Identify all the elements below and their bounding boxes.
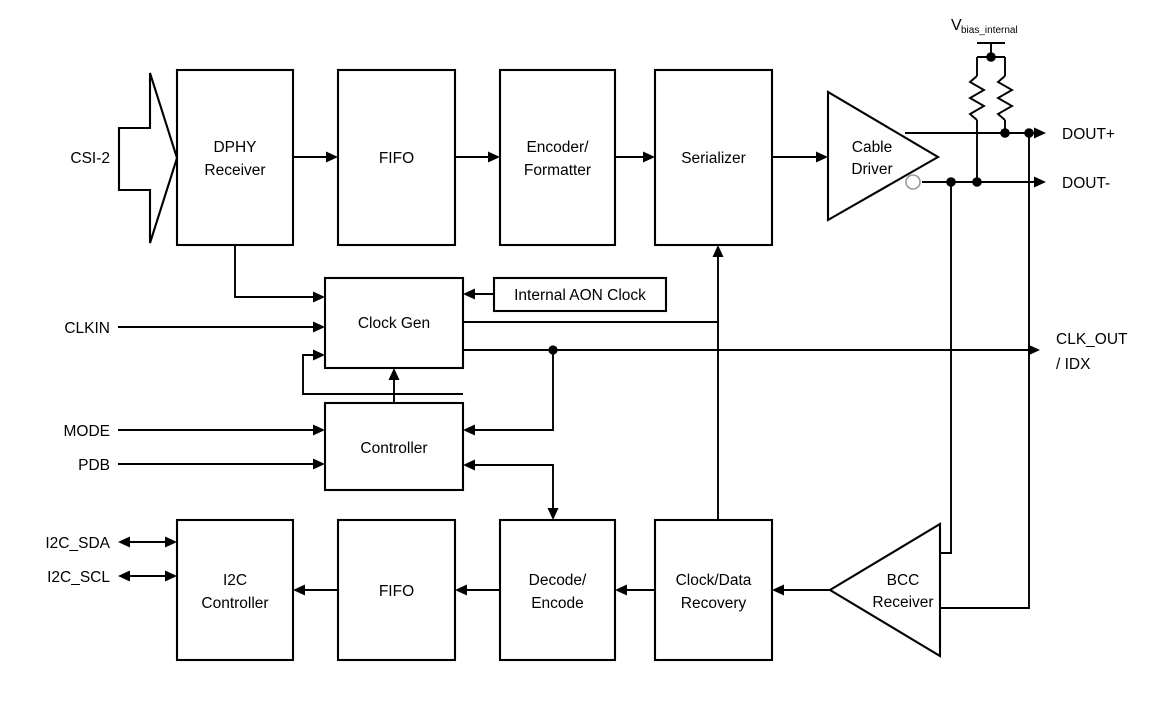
wire-clkgen-branch-to-controller	[473, 350, 554, 431]
arrowhead-cabledriver-in	[816, 151, 828, 163]
block-fifo-bottom[interactable]	[336, 518, 457, 662]
arrowhead-cdr-in	[772, 584, 784, 596]
block-controller[interactable]	[323, 401, 465, 492]
amp-bcc-receiver[interactable]	[827, 522, 942, 658]
arrowhead-i2c-sda-right	[165, 536, 177, 548]
port-label-dout-n: DOUT-	[1062, 175, 1110, 192]
port-label-csi2: CSI-2	[70, 150, 110, 167]
wire-controller-to-decode	[473, 464, 554, 510]
arrowhead-decode-in	[615, 584, 627, 596]
port-label-i2c-sda: I2C_SDA	[45, 535, 110, 552]
amp-cable-driver[interactable]	[826, 90, 941, 222]
port-label-i2c-scl: I2C_SCL	[47, 569, 110, 586]
block-clock-gen[interactable]	[323, 276, 465, 370]
arrowhead-fifo-top-in	[326, 151, 338, 163]
block-fifo-top[interactable]	[336, 68, 457, 247]
arrowhead-doutp	[1034, 127, 1046, 139]
arrowhead-controller-mode-in	[313, 424, 325, 436]
block-cdr-label-line1: Clock/Data	[676, 572, 752, 589]
port-labels-layer: CSI-2 CLKIN MODE PDB I2C_SDA I2C_SCL DOU…	[45, 17, 1128, 586]
supply-label-vbias-subscript: bias_internal	[961, 25, 1018, 36]
block-internal-aon-clock-label: Internal AON Clock	[514, 287, 646, 304]
arrowhead-i2c-scl-right	[165, 570, 177, 582]
arrowhead-i2c-scl-left	[118, 570, 130, 582]
block-fifo-top-label: FIFO	[379, 150, 414, 167]
block-encoder-label-line1: Encoder/	[526, 139, 589, 156]
csi2-bus-arrow	[117, 72, 179, 244]
arrowhead-controller-pdb-in	[313, 458, 325, 470]
arrowhead-clockgen-bottom-in	[388, 368, 400, 380]
arrowhead-fifobot-in	[455, 584, 467, 596]
wire-dphy-to-clockgen	[234, 245, 315, 298]
port-label-clk-out-line1: CLK_OUT	[1056, 331, 1128, 348]
block-decode-encode[interactable]	[498, 518, 617, 662]
junction-doutn-resistor	[972, 177, 982, 187]
port-label-mode: MODE	[64, 423, 111, 440]
amp-bcc-receiver-label-line1: BCC	[887, 572, 920, 589]
inverting-output-bubble-icon	[905, 174, 921, 190]
block-dphy-receiver-label-line2: Receiver	[204, 162, 265, 179]
port-label-dout-p: DOUT+	[1062, 126, 1115, 143]
arrowhead-serializer-in	[643, 151, 655, 163]
resistor-left-body	[968, 75, 986, 121]
block-clock-gen-label: Clock Gen	[358, 315, 430, 332]
arrowhead-doutn	[1034, 176, 1046, 188]
block-decode-encode-label-line1: Decode/	[529, 572, 587, 589]
arrowhead-clockgen-aon-in	[463, 288, 475, 300]
block-encoder-label-line2: Formatter	[524, 162, 591, 179]
arrowhead-clkout	[1028, 344, 1040, 356]
arrowhead-i2c-in	[293, 584, 305, 596]
arrowhead-controller-in-right2	[463, 459, 475, 471]
wires-layer	[117, 42, 1046, 609]
wire-doutp-to-bcc	[940, 133, 1030, 609]
block-controller-label: Controller	[360, 440, 427, 457]
arrowhead-clockgen-in1	[313, 291, 325, 303]
arrowhead-clockgen-in3	[313, 349, 325, 361]
port-label-clk-out-line2: / IDX	[1056, 356, 1091, 373]
arrowhead-encoder-in	[488, 151, 500, 163]
arrowhead-clockgen-in2	[313, 321, 325, 333]
amp-cable-driver-label-line1: Cable	[852, 139, 893, 156]
amp-bcc-receiver-label-line2: Receiver	[872, 594, 933, 611]
arrowhead-serializer-clk-in	[712, 245, 724, 257]
arrowhead-i2c-sda-left	[118, 536, 130, 548]
block-internal-aon-clock[interactable]	[492, 276, 668, 313]
amp-cable-driver-label-line2: Driver	[851, 161, 892, 178]
block-decode-encode-label-line2: Encode	[531, 595, 584, 612]
block-clock-data-recovery[interactable]	[653, 518, 774, 662]
junction-doutp-resistor	[1000, 128, 1010, 138]
arrowhead-decode-top-in	[547, 508, 559, 520]
resistor-right-body	[996, 75, 1014, 121]
block-i2c-controller-label-line2: Controller	[201, 595, 268, 612]
block-serializer-label: Serializer	[681, 150, 746, 167]
block-serializer[interactable]	[653, 68, 774, 247]
block-dphy-receiver[interactable]	[175, 68, 295, 247]
supply-label-vbias-main: V	[951, 17, 962, 34]
block-fifo-bottom-label: FIFO	[379, 583, 414, 600]
wire-controller-to-clockgen	[302, 354, 463, 395]
block-encoder-formatter[interactable]	[498, 68, 617, 247]
block-i2c-controller-label-line1: I2C	[223, 572, 247, 589]
blocks-layer: DPHY Receiver FIFO Encoder/ Formatter Se…	[175, 68, 774, 662]
port-label-pdb: PDB	[78, 457, 110, 474]
wire-doutn-to-bcc	[940, 182, 952, 554]
amplifiers-layer: Cable Driver BCC Receiver	[826, 90, 942, 658]
arrowhead-controller-in-right1	[463, 424, 475, 436]
block-i2c-controller[interactable]	[175, 518, 295, 662]
block-dphy-receiver-label-line1: DPHY	[213, 139, 256, 156]
port-label-clkin: CLKIN	[64, 320, 110, 337]
block-cdr-label-line2: Recovery	[681, 595, 747, 612]
